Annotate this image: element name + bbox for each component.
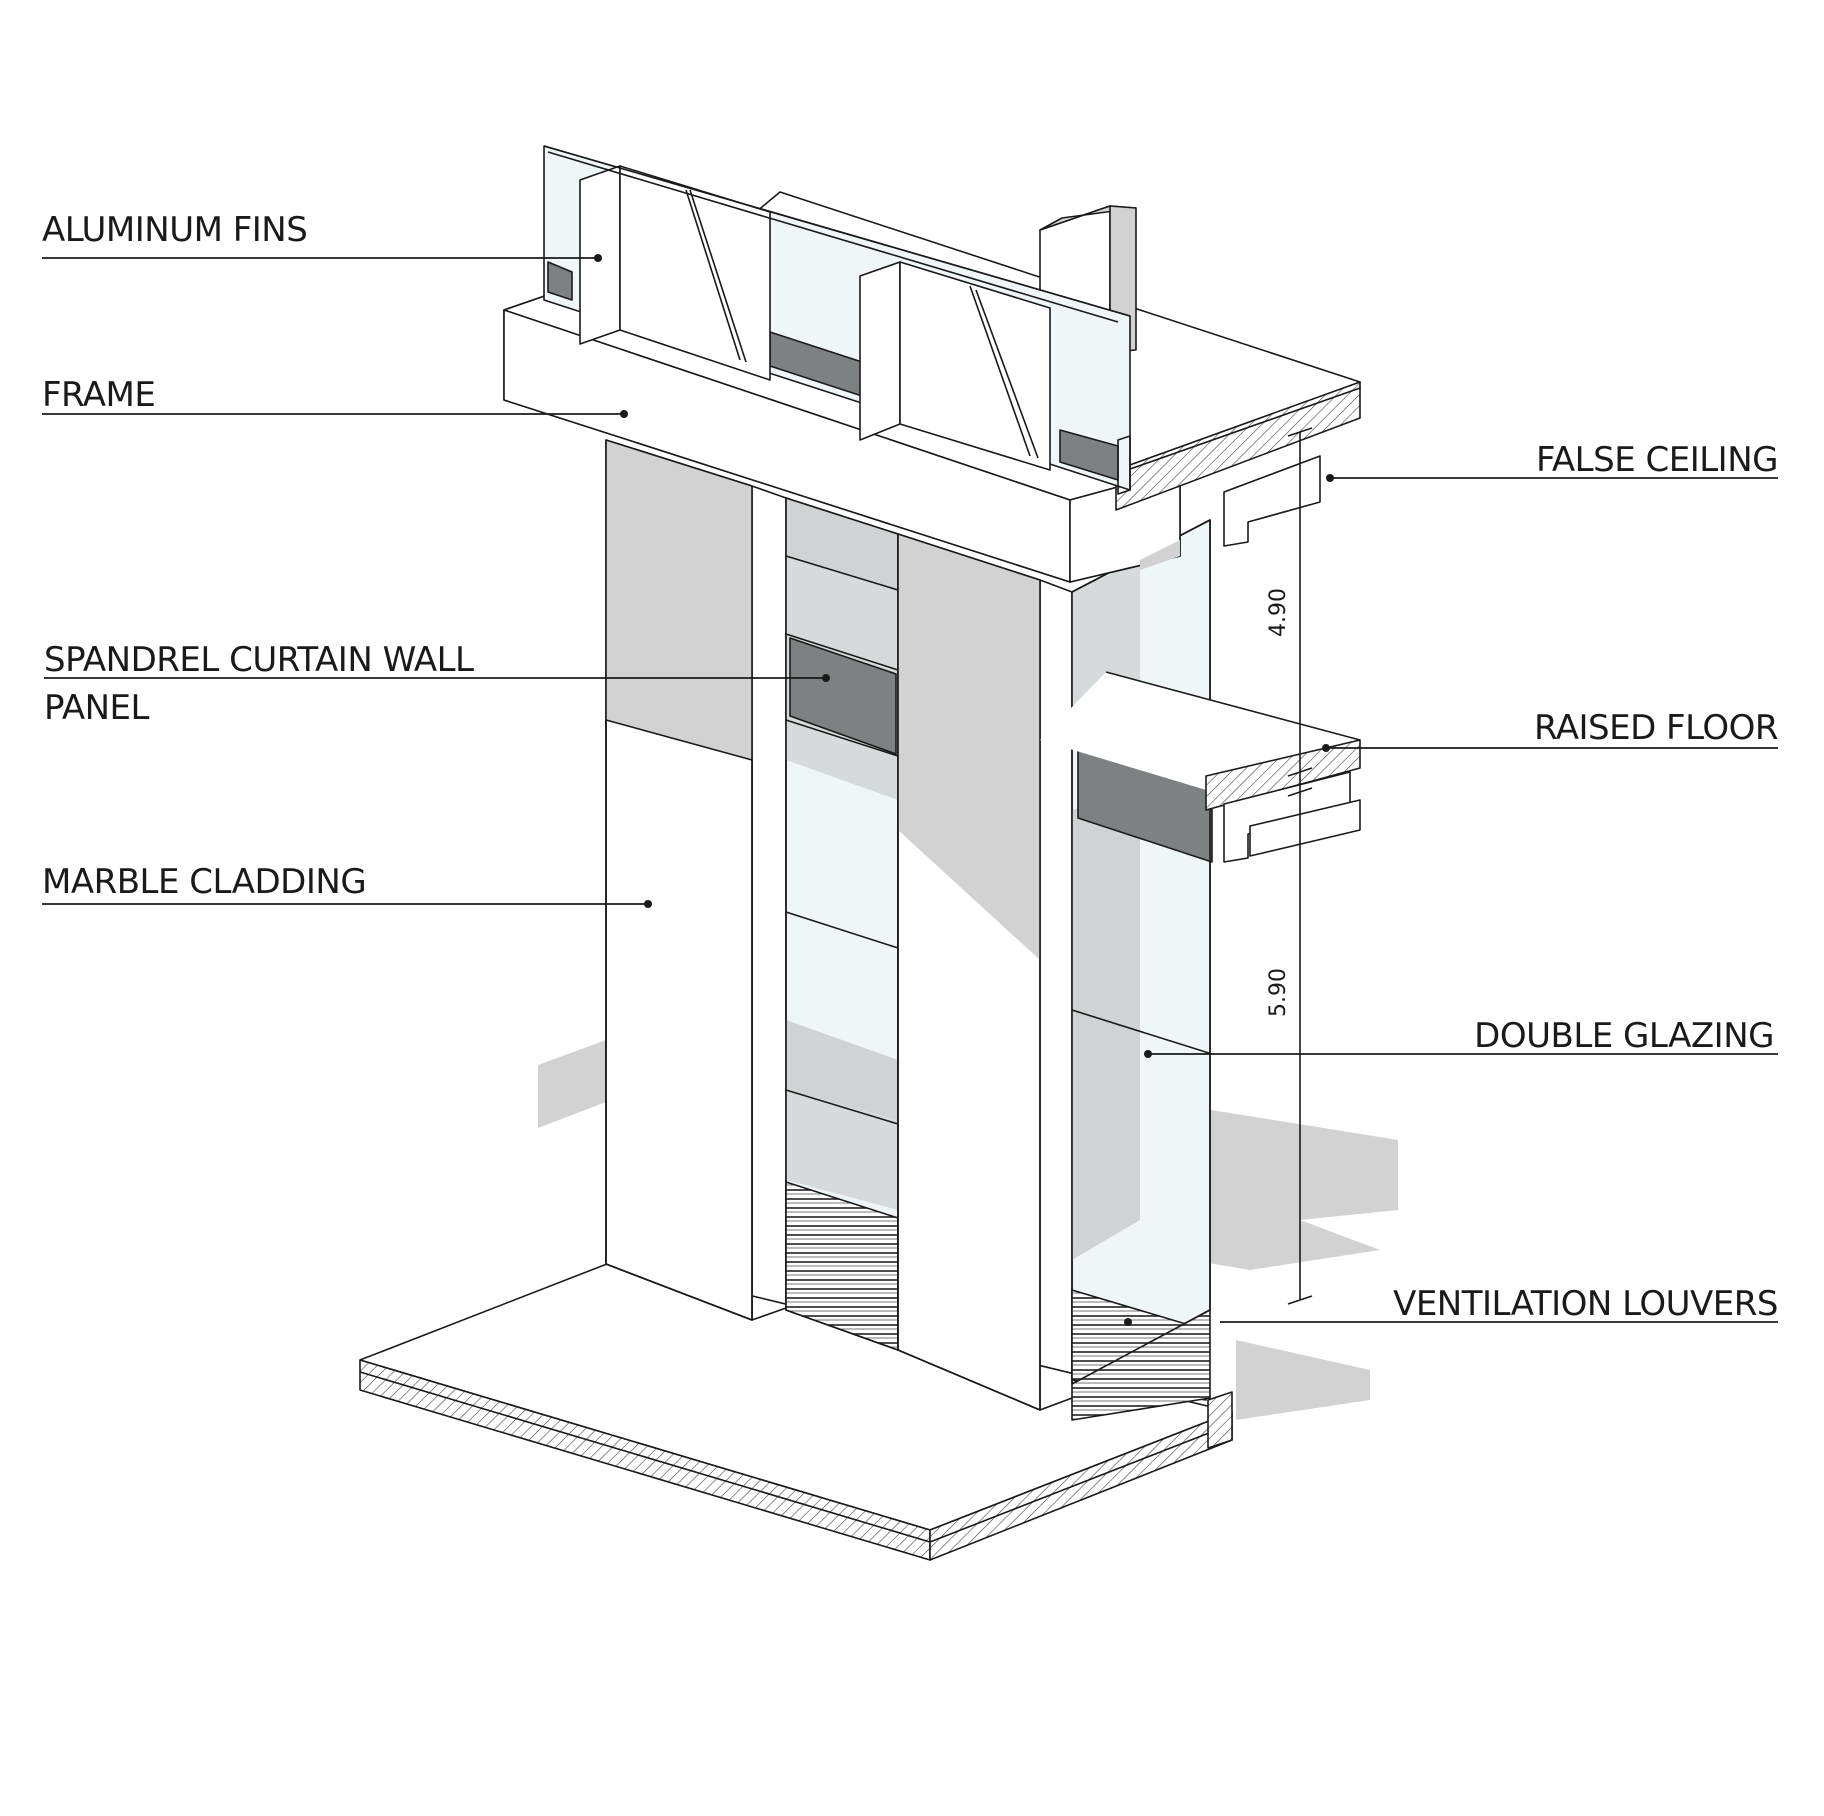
aluminum-fins	[543, 145, 1131, 495]
label-raised-floor: RAISED FLOOR	[1533, 708, 1779, 748]
leader-lines	[42, 257, 1778, 1323]
label-marble-cladding: MARBLE CLADDING	[42, 862, 367, 902]
leader-dots	[594, 254, 1334, 1326]
marble-pier-right	[897, 533, 1073, 1411]
label-double-glazing: DOUBLE GLAZING	[1474, 1016, 1774, 1056]
dimension-line	[1287, 427, 1313, 1305]
raised-floor-slab	[1040, 671, 1361, 863]
label-false-ceiling: FALSE CEILING	[1535, 440, 1779, 480]
marble-pier-left	[605, 439, 787, 1321]
side-glazing-bay	[1071, 519, 1213, 1421]
label-ventilation-louvers: VENTILATION LOUVERS	[1393, 1284, 1778, 1324]
label-aluminum-fins: ALUMINUM FINS	[42, 210, 308, 250]
dimension-upper: 4.90	[1265, 588, 1291, 637]
label-spandrel-line1: SPANDREL CURTAIN WALL	[44, 640, 474, 680]
base-slab	[359, 1261, 1233, 1561]
dimension-lower: 5.90	[1265, 968, 1291, 1017]
label-spandrel-line2: PANEL	[44, 688, 149, 728]
central-glazing-bay	[785, 497, 899, 1351]
label-frame: FRAME	[42, 375, 156, 415]
